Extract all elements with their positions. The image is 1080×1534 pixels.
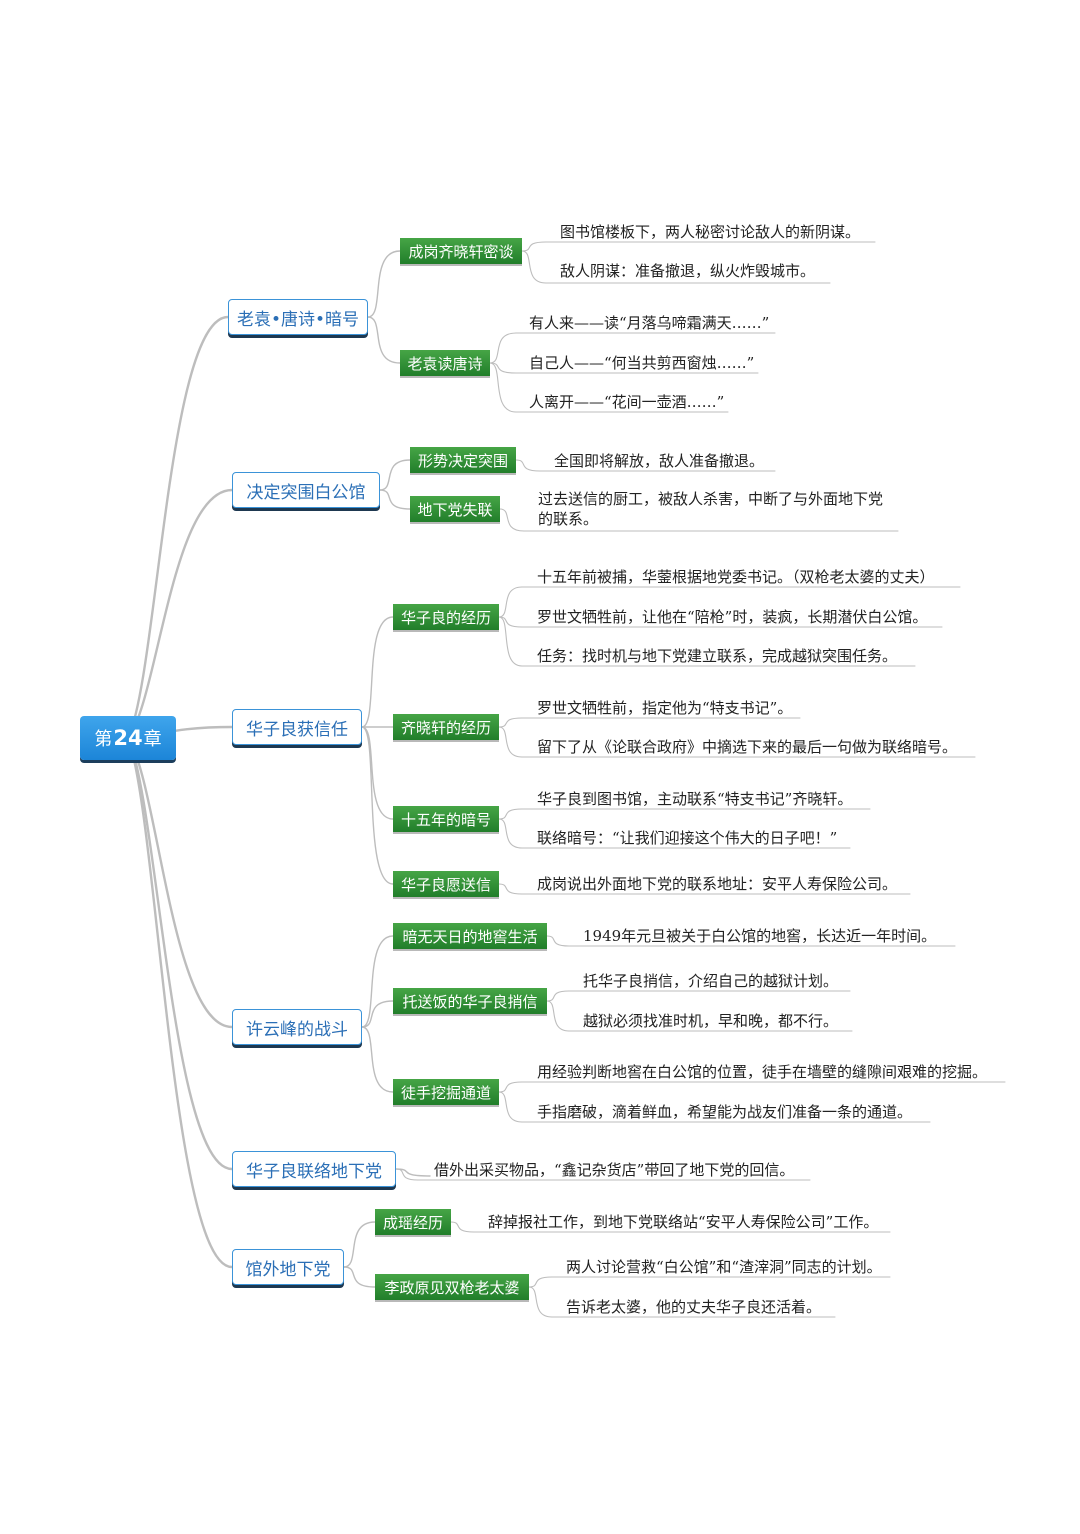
leaf-connector [498, 883, 523, 895]
subtopic-node[interactable]: 十五年的暗号 [393, 806, 499, 832]
leaf-text: 任务：找时机与地下党建立联系，完成越狱突围任务。 [537, 647, 898, 665]
leaf-text: 图书馆楼板下，两人秘密讨论敌人的新阴谋。 [560, 223, 861, 241]
leaf-text: 成岗说出外面地下党的联系地址：安平人寿保险公司。 [537, 875, 898, 893]
topic-connector [367, 316, 401, 364]
leaf-text: 华子良到图书馆，主动联系“特支书记”齐晓轩。 [537, 790, 853, 808]
subtopic-node[interactable]: 托送饭的华子良捎信 [393, 988, 547, 1014]
topic-connector [379, 489, 411, 510]
leaf-connector [521, 250, 547, 284]
leaf-text: 有人来——读“月落乌啼霜满天……” [529, 314, 770, 332]
root-connector [126, 736, 234, 1029]
subtopic-node[interactable]: 成瑶经历 [375, 1209, 451, 1235]
topic-node[interactable]: 决定突围白公馆 [232, 472, 380, 508]
topic-node[interactable]: 老袁•唐诗•暗号 [228, 299, 368, 335]
subtopic-node[interactable]: 徒手挖掘通道 [393, 1079, 499, 1105]
leaf-connector [498, 726, 523, 758]
leaf-text: 越狱必须找准时机，早和晚，都不行。 [583, 1012, 839, 1030]
topic-connector [343, 1221, 376, 1268]
leaf-connector [498, 818, 523, 849]
leaf-connector [489, 362, 517, 413]
leaf-connector [498, 1081, 523, 1093]
leaf-connector [498, 616, 523, 667]
subtopic-node[interactable]: 华子良的经历 [393, 604, 499, 630]
leaf-text: 告诉老太婆，他的丈夫华子良还活着。 [566, 1298, 822, 1316]
topic-connector [361, 1000, 394, 1028]
leaf-text: 罗世文牺牲前，让他在“陪枪”时，装疯，长期潜伏白公馆。 [537, 608, 928, 626]
subtopic-node[interactable]: 齐晓轩的经历 [393, 714, 499, 740]
root-connector [126, 488, 234, 740]
leaf-text: 留下了从《论联合政府》中摘选下来的最后一句做为联络暗号。 [537, 738, 958, 756]
leaf-connector [546, 935, 570, 947]
leaf-connector [515, 459, 541, 472]
topic-connector [361, 726, 394, 820]
leaf-text: 借外出采买物品，“鑫记杂货店”带回了地下党的回信。 [434, 1161, 795, 1179]
leaf-text: 十五年前被捕，华蓥根据地党委书记。（双枪老太婆的丈夫） [537, 568, 935, 586]
topic-node[interactable]: 华子良获信任 [232, 709, 362, 745]
leaf-connector [489, 332, 517, 364]
leaf-text: 过去送信的厨工，被敌人杀害，中断了与外面地下党的联系。 [538, 490, 884, 528]
leaf-connector [546, 1000, 570, 1032]
topic-connector [361, 935, 394, 1028]
leaf-connector [498, 808, 523, 820]
topic-connector [361, 616, 394, 728]
root-connector [126, 315, 230, 740]
leaf-text: 人离开——“花间一壶酒……” [529, 393, 725, 411]
subtopic-node[interactable]: 华子良愿送信 [393, 871, 499, 897]
root-connector [126, 736, 234, 1269]
topic-node[interactable]: 馆外地下党 [232, 1249, 344, 1285]
leaf-connector [498, 1091, 523, 1123]
root-suffix: 章 [143, 729, 162, 750]
topic-connector [379, 459, 411, 491]
subtopic-node[interactable]: 暗无天日的地窖生活 [393, 923, 547, 949]
root-number: 24 [113, 726, 143, 750]
leaf-text: 联络暗号：“让我们迎接这个伟大的日子吧！” [537, 829, 838, 847]
leaf-connector [450, 1221, 475, 1233]
leaf-connector [528, 1286, 553, 1318]
root-connector [126, 736, 234, 1171]
leaf-connector [395, 1168, 419, 1181]
topic-connector [367, 250, 401, 318]
leaf-text: 敌人阴谋：准备撤退，纵火炸毁城市。 [560, 262, 816, 280]
leaf-text: 托华子良捎信，介绍自己的越狱计划。 [583, 972, 839, 990]
subtopic-node[interactable]: 李政原见双枪老太婆 [375, 1274, 529, 1300]
topic-connector [343, 1266, 376, 1288]
subtopic-node[interactable]: 地下党失联 [410, 496, 500, 522]
topic-connector [361, 1026, 394, 1093]
leaf-text: 手指磨破，滴着鲜血，希望能为战友们准备一条的通道。 [537, 1103, 913, 1121]
leaf-connector [498, 586, 523, 618]
leaf-connector [521, 241, 547, 252]
leaf-text: 1949年元旦被关于白公馆的地窖，长达近一年时间。 [583, 927, 937, 945]
topic-node[interactable]: 华子良联络地下党 [232, 1151, 396, 1187]
topic-node[interactable]: 许云峰的战斗 [232, 1009, 362, 1045]
leaf-connector [499, 508, 525, 532]
leaf-text: 辞掉报社工作，到地下党联络站“安平人寿保险公司”工作。 [488, 1213, 879, 1231]
topic-connector [361, 726, 394, 885]
leaf-connector [528, 1276, 553, 1288]
subtopic-node[interactable]: 老袁读唐诗 [400, 350, 490, 376]
leaf-text: 全国即将解放，敌人准备撤退。 [554, 452, 765, 470]
subtopic-node[interactable]: 形势决定突围 [410, 447, 516, 473]
leaf-text: 用经验判断地窖在白公馆的位置，徒手在墙壁的缝隙间艰难的挖掘。 [537, 1063, 988, 1081]
leaf-connector [498, 717, 523, 728]
leaf-connector [546, 990, 570, 1002]
leaf-text: 罗世文牺牲前，指定他为“特支书记”。 [537, 699, 793, 717]
root-prefix: 第 [94, 729, 113, 750]
leaf-text: 两人讨论营救“白公馆”和“渣滓洞”同志的计划。 [566, 1258, 882, 1276]
subtopic-node[interactable]: 成岗齐晓轩密谈 [400, 238, 522, 264]
leaf-text: 自己人——“何当共剪西窗烛……” [529, 354, 755, 372]
